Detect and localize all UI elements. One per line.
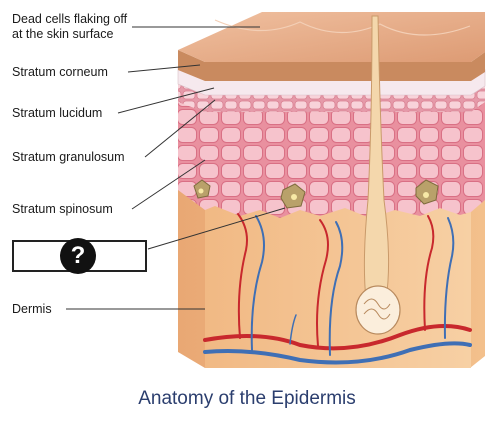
dermis-front bbox=[205, 190, 471, 368]
blood-vessels bbox=[203, 213, 472, 365]
skin-surface bbox=[178, 12, 485, 62]
diagram-caption: Anatomy of the Epidermis bbox=[138, 388, 356, 409]
stratum-granulosum-layer bbox=[178, 82, 485, 112]
stratum-spinosum-layer bbox=[178, 100, 485, 218]
leader-lines bbox=[66, 26, 286, 310]
melanocytes bbox=[193, 179, 439, 209]
label-stratum-spinosum: Stratum spinosum bbox=[12, 202, 113, 216]
label-stratum-lucidum: Stratum lucidum bbox=[12, 106, 103, 120]
label-stratum-corneum: Stratum corneum bbox=[12, 65, 108, 79]
label-dermis: Dermis bbox=[12, 302, 52, 316]
stratum-corneum-layer bbox=[178, 50, 485, 81]
label-stratum-granulosum: Stratum granulosum bbox=[12, 150, 125, 164]
label-dead-cells-line2: at the skin surface bbox=[12, 27, 114, 41]
question-mark-icon: ? bbox=[60, 238, 96, 274]
sweat-gland bbox=[355, 285, 401, 335]
label-dead-cells-line1: Dead cells flaking off bbox=[12, 12, 128, 26]
